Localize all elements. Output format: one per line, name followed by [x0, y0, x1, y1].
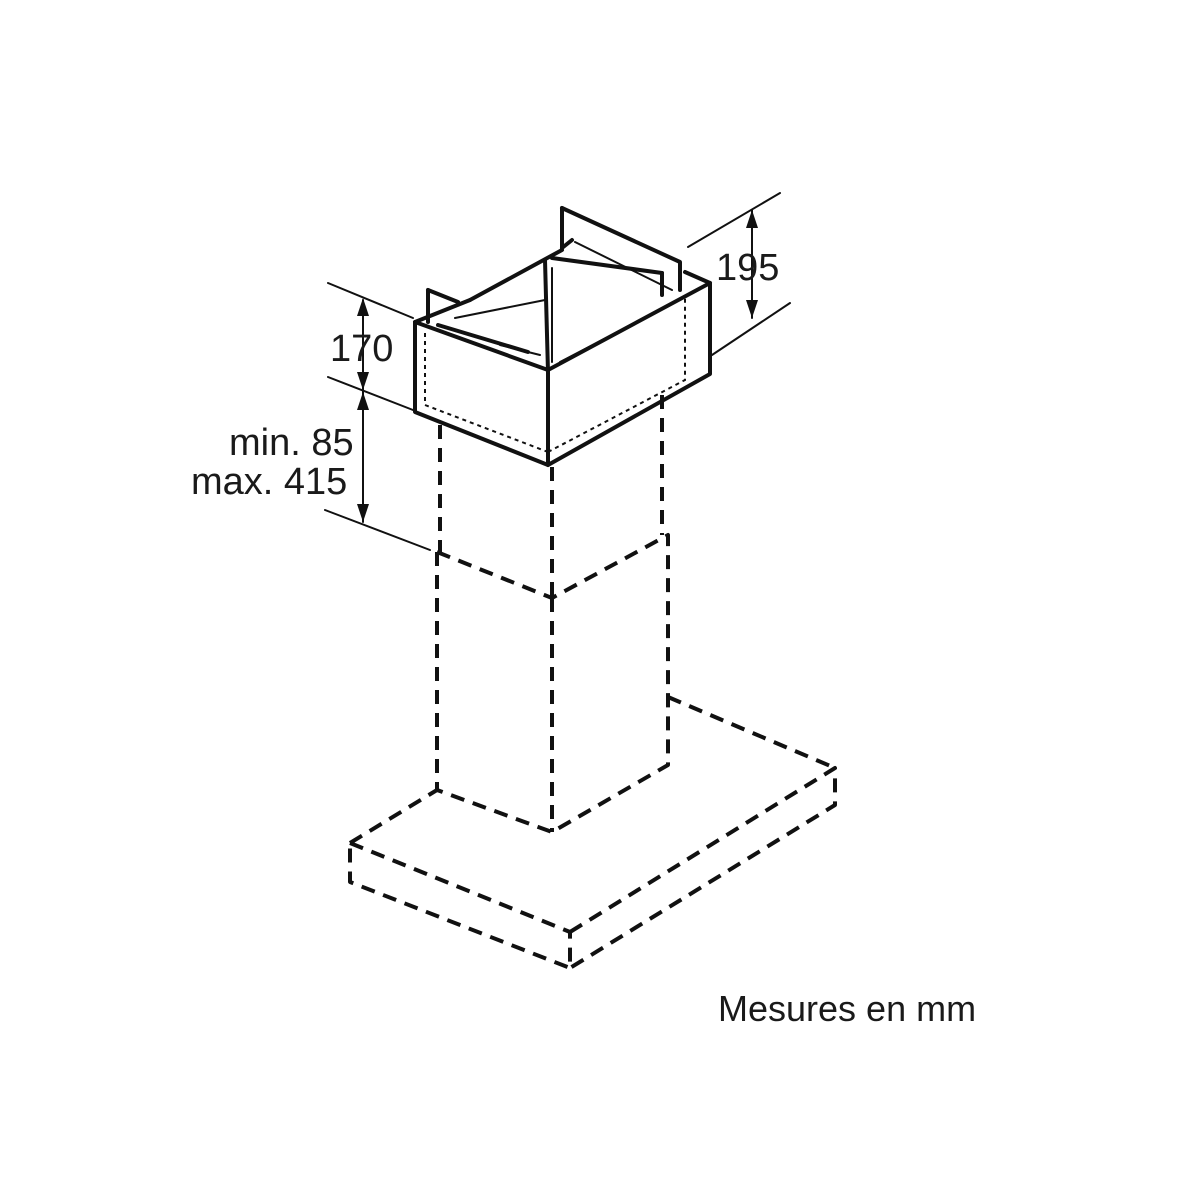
overlap-max-label: max. 415: [191, 461, 347, 503]
arrow-down-icon: [746, 300, 758, 318]
units-caption: Mesures en mm: [718, 988, 976, 1029]
arrow-down-icon: [357, 504, 369, 522]
arrow-up-icon: [357, 298, 369, 316]
box-depth-label: 195: [716, 247, 779, 289]
dimension-box-depth: [687, 192, 791, 356]
overlap-min-label: min. 85: [229, 422, 354, 464]
hood-canopy-dashed: [348, 695, 837, 970]
lower-chimney-dashed: [435, 533, 670, 834]
extension-box: [413, 206, 712, 467]
dimension-overlap: [324, 391, 431, 551]
dimension-box-height: [327, 282, 414, 411]
arrow-up-icon: [746, 210, 758, 228]
upper-chimney-dashed: [438, 395, 664, 598]
box-height-label: 170: [330, 328, 393, 370]
arrow-down-icon: [357, 372, 369, 390]
arrow-up-icon: [357, 392, 369, 410]
